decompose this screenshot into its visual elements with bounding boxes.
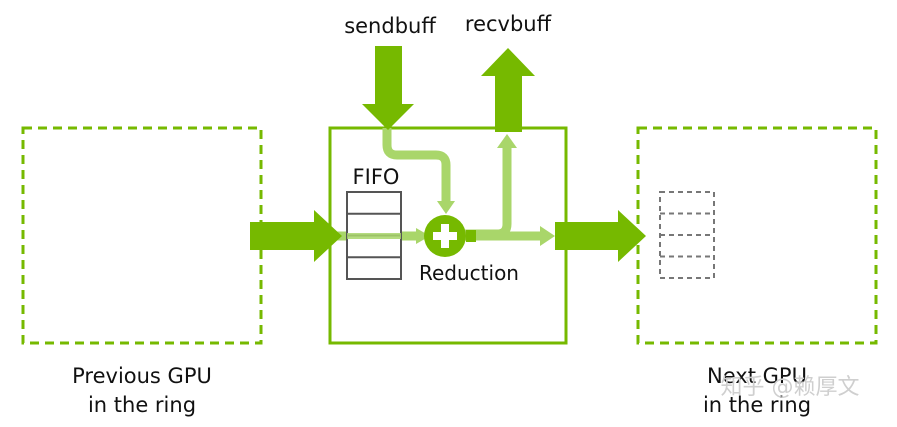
- sendbuff-flow-path: [382, 128, 451, 201]
- sendbuff-label: sendbuff: [344, 14, 436, 38]
- recvbuff-flow-path: [462, 148, 512, 239]
- previous-gpu-label-line1: Previous GPU: [72, 364, 212, 388]
- previous-gpu-label-line2: in the ring: [88, 393, 196, 417]
- recvbuff-label: recvbuff: [465, 12, 552, 36]
- outgoing-ring-arrow: [555, 210, 646, 262]
- next-gpu-label-line1: Next GPU: [707, 364, 807, 388]
- sendbuff-arrow: [362, 46, 414, 130]
- incoming-ring-arrow: [250, 210, 342, 262]
- recvbuff-arrow: [481, 48, 535, 132]
- output-flow-arrowhead: [540, 226, 555, 246]
- reduction-label: Reduction: [419, 261, 519, 285]
- next-gpu-label-line2: in the ring: [703, 393, 811, 417]
- recvbuff-flow-arrowhead: [497, 134, 517, 148]
- previous-gpu-box: [21, 126, 263, 345]
- fifo-label: FIFO: [353, 165, 400, 189]
- watermark: 知乎 @赖厚文: [721, 375, 860, 400]
- reduction-node: [424, 215, 466, 257]
- next-gpu-fifo-stack: [659, 191, 715, 279]
- fifo-flow-arrowhead: [416, 228, 430, 244]
- reduction-input-bar: [466, 230, 476, 242]
- sendbuff-flow-arrowhead: [437, 201, 455, 214]
